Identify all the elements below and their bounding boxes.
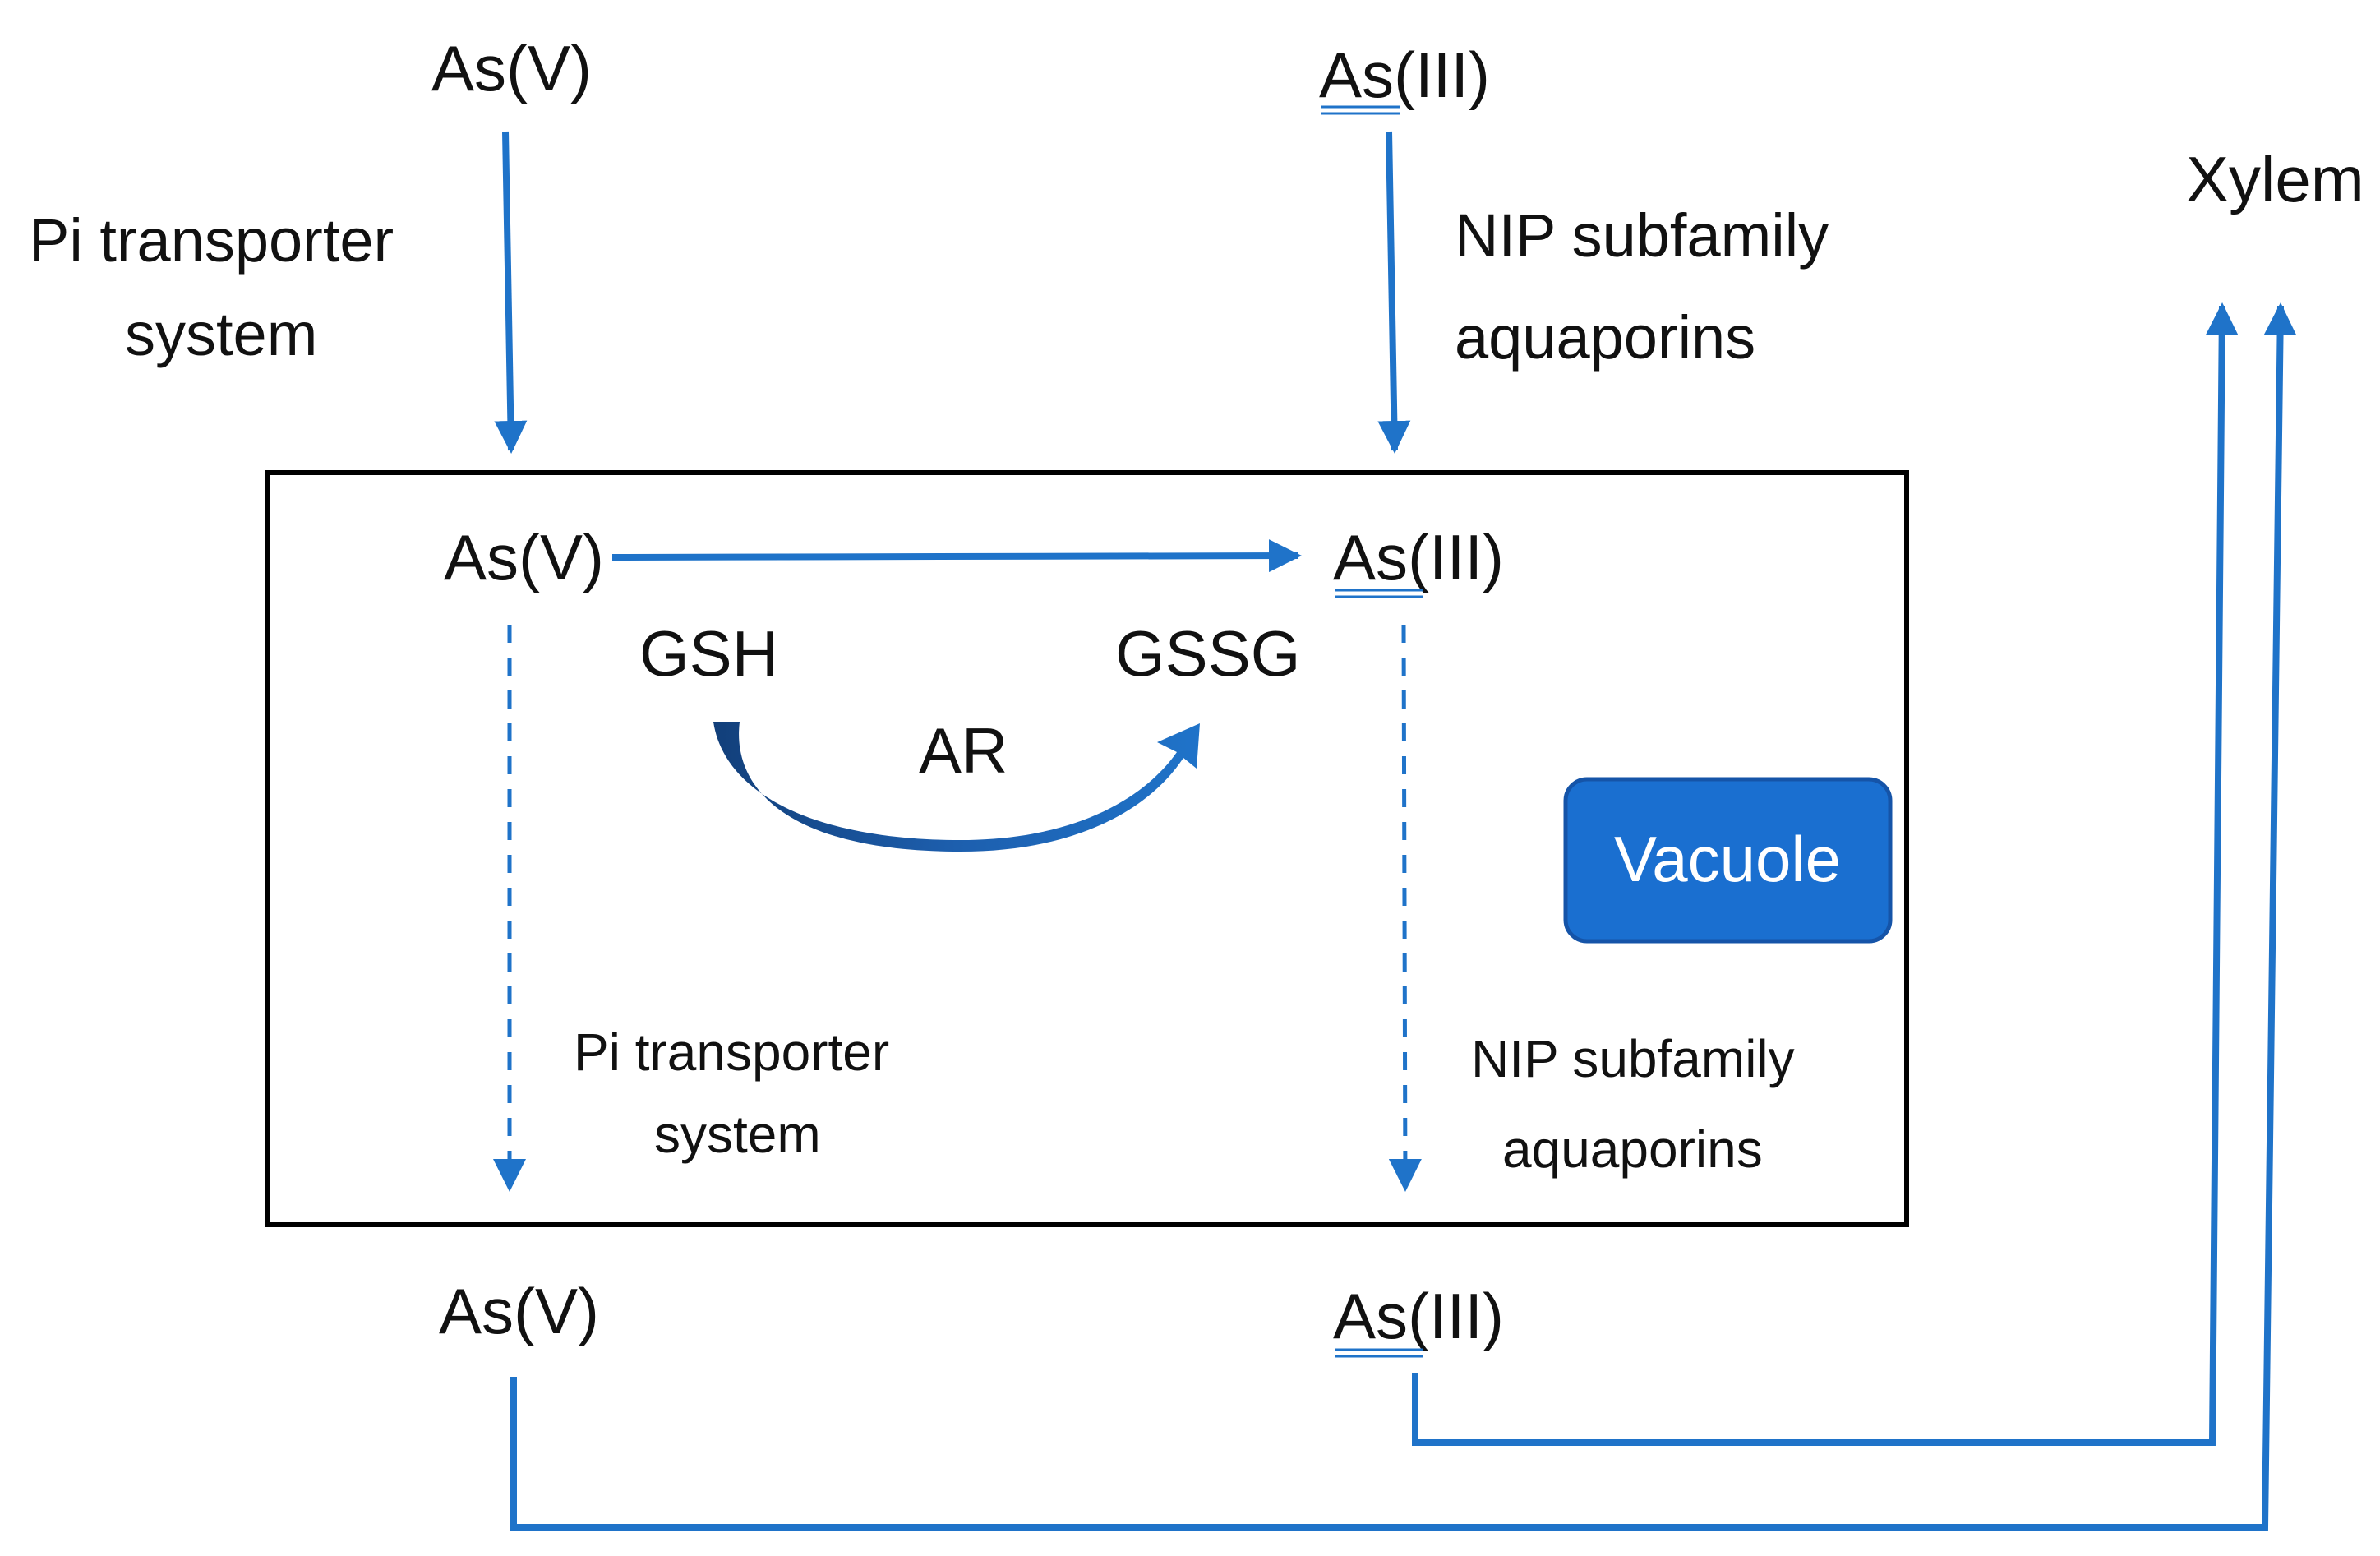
- pi-transporter-top-line2: system: [125, 300, 317, 368]
- cell-boundary: [265, 470, 1909, 1227]
- asiii-uptake-arrow: [1377, 131, 1411, 454]
- asv-to-xylem-arrow: [510, 302, 2297, 1531]
- pi-transporter-cell-line1: Pi transporter: [574, 1023, 889, 1082]
- vacuole-box: [1563, 777, 1893, 944]
- asv-cell-label: As(V): [444, 521, 604, 593]
- asiii-cell-label: As(III): [1333, 521, 1504, 593]
- xylem-label: Xylem: [2186, 143, 2364, 215]
- nip-cell-line1: NIP subfamily: [1471, 1029, 1795, 1088]
- nip-top-line1: NIP subfamily: [1455, 201, 1829, 270]
- asv-uptake-arrow: [494, 131, 528, 454]
- gsh-label: GSH: [639, 617, 778, 690]
- reduction-arrow: [611, 539, 1302, 573]
- vacuole-label: Vacuole: [1614, 823, 1841, 895]
- asv-bottom-label: As(V): [439, 1275, 599, 1347]
- pi-transporter-cell-line2: system: [654, 1105, 821, 1164]
- nip-top-line2: aquaporins: [1455, 303, 1755, 372]
- asiii-efflux-dashed-arrow: [1388, 624, 1422, 1192]
- pi-transporter-top-line1: Pi transporter: [29, 206, 394, 275]
- gssg-label: GSSG: [1115, 617, 1300, 690]
- asv-top-label: As(V): [431, 32, 592, 104]
- asiii-top-label: As(III): [1319, 39, 1490, 111]
- asiii-to-xylem-arrow: [1412, 302, 2239, 1446]
- ar-label: AR: [919, 714, 1008, 787]
- nip-cell-line2: aquaporins: [1502, 1120, 1763, 1179]
- asiii-bottom-label: As(III): [1333, 1280, 1504, 1352]
